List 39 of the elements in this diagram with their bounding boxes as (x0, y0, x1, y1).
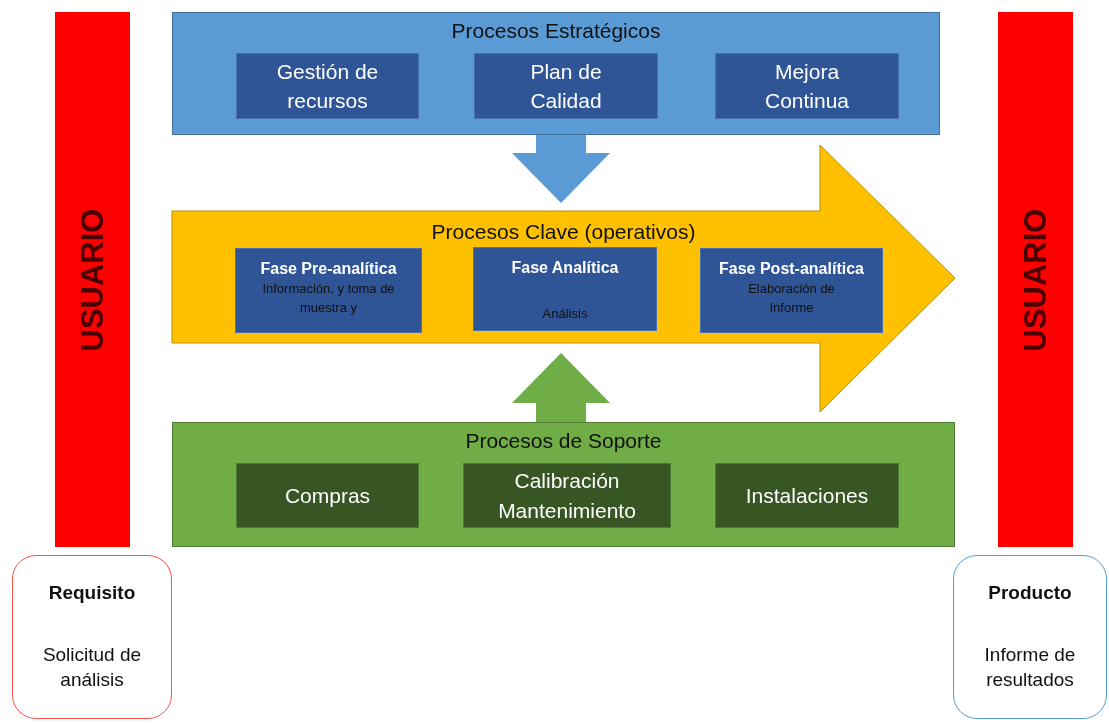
phase-description: Elaboración de Informe (747, 280, 836, 318)
block-arrow (512, 353, 610, 422)
phase-box (700, 248, 883, 333)
phase-description: Análisis (542, 305, 588, 324)
rounded-box (953, 555, 1107, 719)
card-text: Informe de resultados (983, 642, 1077, 693)
phase-title: Fase Post-analítica (719, 259, 864, 279)
vertical-label: USUARIO (74, 208, 111, 351)
process-box (474, 53, 658, 119)
phase-title: Fase Analítica (511, 258, 619, 278)
process-box (236, 463, 419, 528)
phase-description: Información, y toma de muestra y (261, 280, 396, 318)
box-label: Compras (284, 482, 371, 509)
process-band (172, 12, 940, 135)
section-title: Procesos Estratégicos (450, 18, 662, 44)
box-label: Mejora Continua (763, 58, 851, 114)
rounded-box (12, 555, 172, 719)
process-box (236, 53, 419, 119)
card-title: Producto (987, 581, 1073, 605)
process-band (172, 422, 955, 547)
phase-title: Fase Pre-analítica (260, 259, 397, 279)
process-box (715, 53, 899, 119)
block-arrow (512, 135, 610, 203)
box-label: Instalaciones (745, 482, 869, 509)
card-text: Solicitud de análisis (41, 642, 143, 693)
section-title: Procesos de Soporte (464, 428, 663, 454)
box-label: Calibración Mantenimiento (497, 468, 637, 524)
section-title: Procesos Clave (operativos) (430, 219, 697, 245)
user-bar (998, 12, 1073, 547)
process-box (715, 463, 899, 528)
vertical-label: USUARIO (1017, 208, 1054, 351)
box-label: Plan de Calidad (529, 58, 603, 114)
user-bar (55, 12, 130, 547)
process-box (463, 463, 671, 528)
card-title: Requisito (47, 581, 137, 605)
process-arrow (172, 145, 955, 412)
phase-box (473, 247, 657, 331)
phase-box (235, 248, 422, 333)
box-label: Gestión de recursos (275, 58, 380, 114)
